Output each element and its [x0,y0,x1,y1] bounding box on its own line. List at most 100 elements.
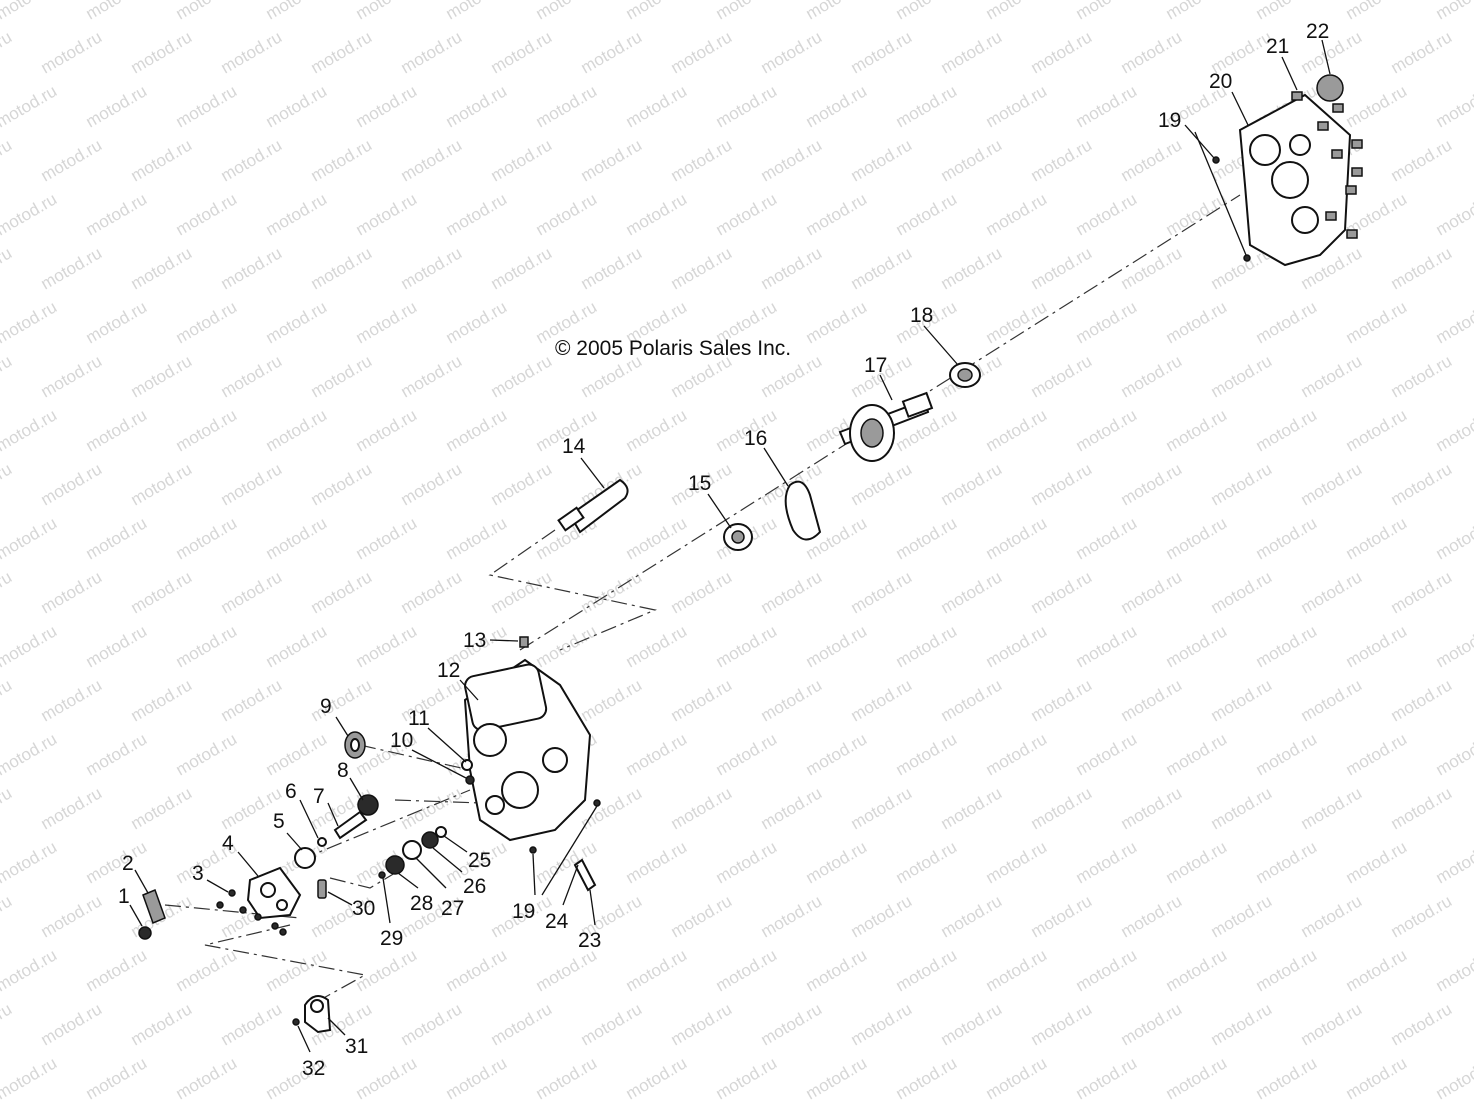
callout-30: 30 [352,897,375,920]
watermark-text: motod.ru [1253,297,1321,347]
watermark-text: motod.ru [533,81,601,131]
watermark-text: motod.ru [488,135,556,185]
side-cover-part [1238,93,1352,267]
watermark-text: motod.ru [443,189,511,239]
watermark-text: motod.ru [1163,0,1231,23]
watermark-text: motod.ru [83,81,151,131]
watermark-text: motod.ru [1388,27,1456,77]
watermark-text: motod.ru [0,81,60,131]
watermark-text: motod.ru [848,27,916,77]
watermark-text: motod.ru [488,567,556,617]
watermark-text: motod.ru [0,135,15,185]
watermark-text: motod.ru [848,567,916,617]
watermark-text: motod.ru [893,0,961,23]
watermark-text: motod.ru [83,0,151,23]
callout-21: 21 [1266,35,1289,58]
watermark-text: motod.ru [1298,351,1366,401]
dowel-pin-upper [1212,156,1220,164]
watermark-text: motod.ru [1388,891,1456,941]
watermark-text: motod.ru [623,189,691,239]
bushing-part-5 [294,847,316,869]
watermark-text: motod.ru [263,405,331,455]
watermark-text: motod.ru [0,243,15,293]
watermark-text: motod.ru [1343,513,1411,563]
watermark-text: motod.ru [578,135,646,185]
watermark-text: motod.ru [1298,891,1366,941]
watermark-text: motod.ru [668,567,736,617]
watermark-text: motod.ru [1073,513,1141,563]
watermark-text: motod.ru [0,891,15,941]
callout-1: 1 [118,885,130,908]
watermark-text: motod.ru [173,0,241,23]
watermark-text: motod.ru [893,621,961,671]
watermark-text: motod.ru [1163,837,1231,887]
nut-part-1 [138,926,152,940]
plug-part-13 [519,636,529,648]
watermark-text: motod.ru [263,513,331,563]
watermark-text: motod.ru [1028,675,1096,725]
watermark-text: motod.ru [173,945,241,995]
watermark-text: motod.ru [803,1053,871,1103]
watermark-text: motod.ru [938,27,1006,77]
watermark-text: motod.ru [758,135,826,185]
watermark-text: motod.ru [0,27,15,77]
pin-part-19b [593,799,601,807]
watermark-text: motod.ru [353,621,421,671]
watermark-text: motod.ru [263,297,331,347]
washer-part-27 [402,840,422,860]
sensor-part-23-24 [573,858,597,892]
watermark-text: motod.ru [218,135,286,185]
callout-12: 12 [437,659,460,682]
drive-shaft-part-17 [838,391,934,462]
watermark-text: motod.ru [173,405,241,455]
watermark-text: motod.ru [38,675,106,725]
watermark-text: motod.ru [893,1053,961,1103]
watermark-text: motod.ru [578,675,646,725]
screw-part-4c [271,922,279,930]
watermark-text: motod.ru [1343,729,1411,779]
watermark-text: motod.ru [1388,351,1456,401]
watermark-text: motod.ru [983,81,1051,131]
watermark-text: motod.ru [623,81,691,131]
watermark-text: motod.ru [1388,567,1456,617]
watermark-text: motod.ru [128,783,196,833]
watermark-text: motod.ru [983,0,1051,23]
watermark-text: motod.ru [758,27,826,77]
watermark-text: motod.ru [83,405,151,455]
watermark-text: motod.ru [1118,783,1186,833]
watermark-text: motod.ru [758,891,826,941]
watermark-text: motod.ru [353,513,421,563]
watermark-text: motod.ru [803,621,871,671]
lever-part-2 [142,889,166,924]
bearing-part-15 [723,523,753,551]
watermark-text: motod.ru [1163,1053,1231,1103]
watermark-text: motod.ru [713,945,781,995]
watermark-text: motod.ru [758,567,826,617]
watermark-text: motod.ru [1118,27,1186,77]
watermark-text: motod.ru [443,513,511,563]
watermark-text: motod.ru [443,1053,511,1103]
watermark-text: motod.ru [533,189,601,239]
callout-7: 7 [313,785,325,808]
watermark-text: motod.ru [308,567,376,617]
watermark-text: motod.ru [0,1053,60,1103]
watermark-text: motod.ru [758,999,826,1049]
watermark-text: motod.ru [173,81,241,131]
watermark-text: motod.ru [1118,459,1186,509]
watermark-text: motod.ru [578,567,646,617]
watermark-text: motod.ru [0,675,15,725]
callout-31: 31 [345,1035,368,1058]
watermark-text: motod.ru [263,81,331,131]
callout-19-upper: 19 [1158,109,1181,132]
watermark-text: motod.ru [398,459,466,509]
watermark-text: motod.ru [1208,891,1276,941]
watermark-text: motod.ru [578,243,646,293]
watermark-text: motod.ru [623,945,691,995]
watermark-text: motod.ru [0,297,60,347]
watermark-text: motod.ru [0,945,60,995]
watermark-text: motod.ru [1073,945,1141,995]
watermark-text: motod.ru [1388,135,1456,185]
watermark-text: motod.ru [83,297,151,347]
watermark-text: motod.ru [128,675,196,725]
